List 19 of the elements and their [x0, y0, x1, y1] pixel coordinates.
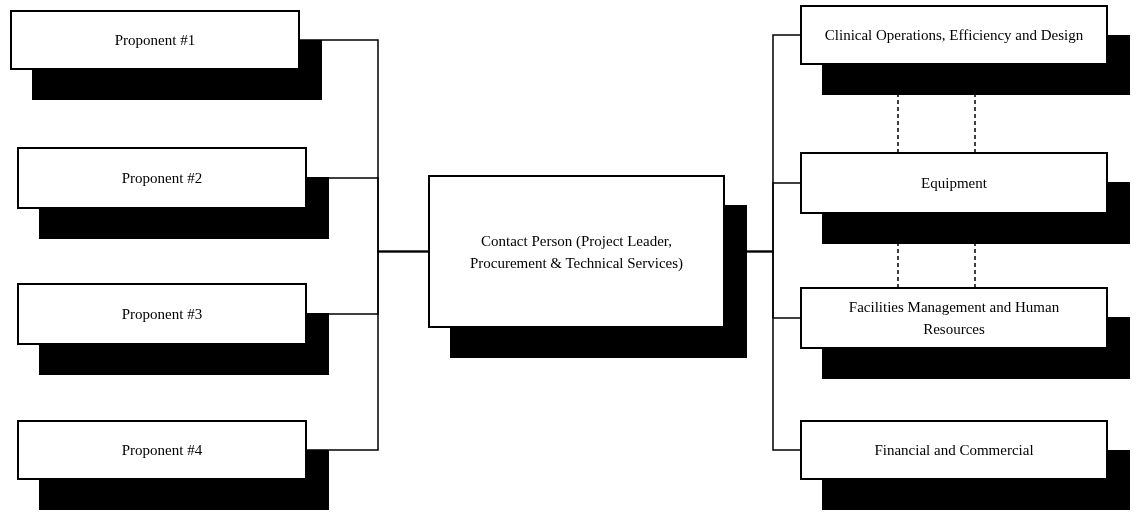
org-box — [17, 283, 307, 345]
org-box — [428, 175, 725, 328]
box-label: Proponent #3 — [121, 305, 203, 324]
box-label: Clinical Operations, Efficiency and Design — [824, 26, 1084, 45]
org-box — [800, 287, 1108, 349]
org-box — [800, 5, 1108, 65]
box-label: Contact Person (Project Leader, Procurement & Technical Services) — [468, 231, 685, 273]
box-label: Proponent #4 — [121, 441, 203, 460]
org-box — [17, 147, 307, 209]
org-box — [800, 420, 1108, 480]
box-label: Proponent #1 — [114, 31, 196, 50]
box-label: Facilities Management and Human Resources — [847, 298, 1061, 339]
org-box — [10, 10, 300, 70]
org-box — [17, 420, 307, 480]
box-label: Proponent #2 — [121, 169, 203, 188]
box-label: Financial and Commercial — [874, 441, 1034, 460]
box-label: Equipment — [921, 174, 987, 193]
org-box — [800, 152, 1108, 214]
connector-line — [306, 250, 429, 451]
